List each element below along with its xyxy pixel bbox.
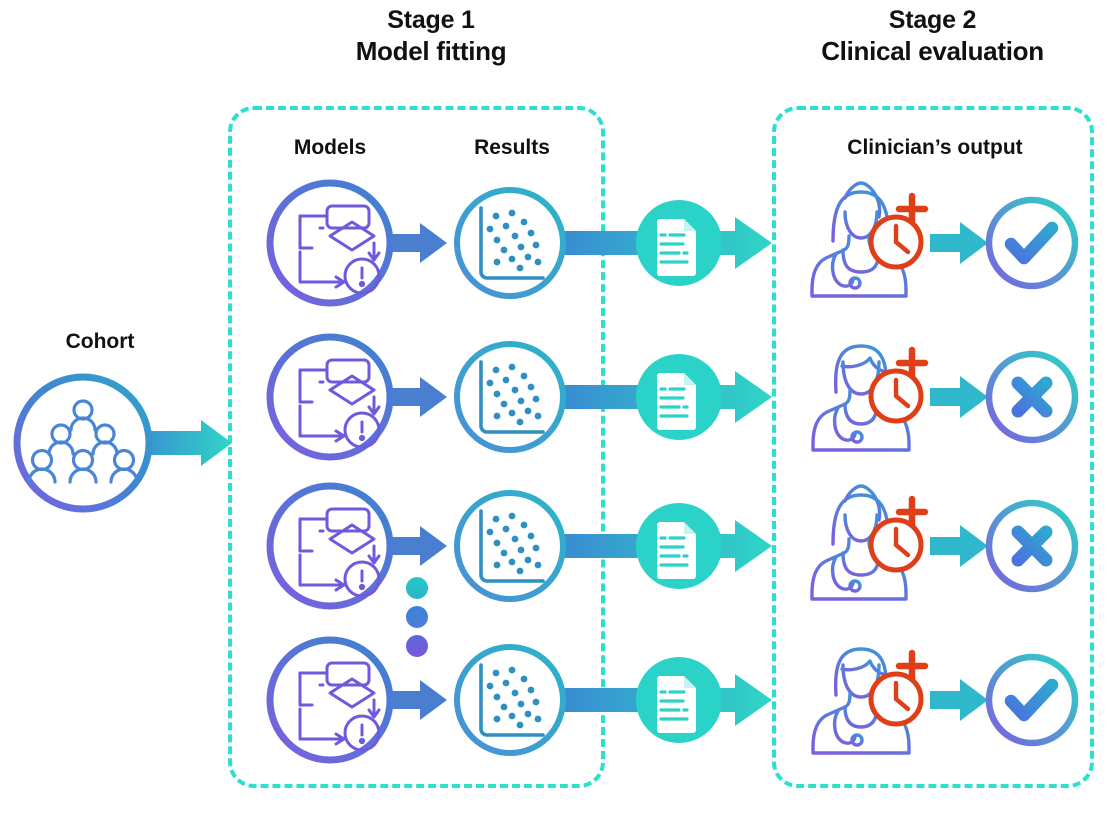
row3-model-arrow-icon — [385, 526, 447, 566]
cross-circle-icon — [1011, 525, 1053, 567]
flowchart-model-icon — [298, 204, 381, 295]
stage-1-name: Model fitting — [355, 35, 507, 66]
stage-2-number: Stage 2 — [888, 6, 977, 34]
cross-circle-icon — [1011, 376, 1053, 418]
document-report-icon — [657, 676, 696, 733]
row2-results-node — [454, 341, 566, 453]
cohort-arrow-icon — [128, 420, 232, 466]
scatter-plot-icon — [479, 663, 545, 737]
clock-plus-icon — [868, 346, 929, 424]
check-circle-icon — [1004, 221, 1059, 265]
column-label-results: Results — [474, 136, 550, 159]
document-report-icon — [657, 522, 696, 579]
row4-outcome-arrow-icon — [930, 679, 988, 721]
flowchart-model-icon — [298, 661, 381, 752]
row4-model-arrow-icon — [385, 680, 447, 720]
row2-model-node — [266, 333, 394, 461]
row1-outcome-arrow-icon — [930, 222, 988, 264]
row3-model-node — [266, 482, 394, 610]
stage-2-title: Stage 2 Clinical evaluation — [760, 6, 1105, 66]
column-label-models: Models — [293, 136, 367, 159]
row3-outcome-arrow-icon — [930, 525, 988, 567]
row2-outcome-arrow-icon — [930, 376, 988, 418]
cohort-label-text: Cohort — [65, 330, 135, 353]
row2-outcome-node — [985, 350, 1079, 444]
group-of-people-icon — [27, 399, 139, 484]
stage-1-title: Stage 1 Model fitting — [246, 6, 616, 66]
row3-report-node — [636, 503, 722, 589]
stage-1-boundary — [228, 106, 605, 788]
clock-plus-icon — [868, 192, 929, 270]
stage-2-name: Clinical evaluation — [821, 35, 1044, 66]
clock-plus-icon — [868, 649, 929, 727]
vertical-ellipsis-icon — [406, 577, 428, 657]
row3-clinician-node — [810, 484, 929, 601]
row4-results-node — [454, 644, 566, 756]
row3-outcome-node — [985, 499, 1079, 593]
clock-plus-icon — [868, 495, 929, 573]
column-label-clinician-output: Clinician’s output — [847, 136, 1023, 159]
row4-clinician-node — [811, 647, 929, 755]
document-report-icon — [657, 373, 696, 430]
row2-clinician-node — [811, 344, 929, 452]
cohort-label: Cohort — [10, 330, 190, 354]
stage-1-number: Stage 1 — [387, 6, 475, 34]
row4-report-node — [636, 657, 722, 743]
row1-report-node — [636, 200, 722, 286]
scatter-plot-icon — [479, 509, 545, 583]
scatter-plot-icon — [479, 206, 545, 280]
scatter-plot-icon — [479, 360, 545, 434]
row4-outcome-node — [985, 653, 1079, 747]
row3-results-node — [454, 490, 566, 602]
cohort-node[interactable] — [8, 368, 238, 518]
stage-2-boundary — [772, 106, 1094, 788]
row2-report-node — [636, 354, 722, 440]
row1-results-node — [454, 187, 566, 299]
flowchart-model-icon — [298, 507, 381, 598]
row4-model-node — [266, 636, 394, 764]
check-circle-icon — [1004, 678, 1059, 722]
row1-clinician-node — [810, 181, 929, 298]
flowchart-model-icon — [298, 358, 381, 449]
row1-outcome-node — [985, 196, 1079, 290]
cohort-circle — [13, 373, 153, 513]
row2-model-arrow-icon — [385, 377, 447, 417]
row1-model-arrow-icon — [385, 223, 447, 263]
document-report-icon — [657, 219, 696, 276]
row1-model-node — [266, 179, 394, 307]
